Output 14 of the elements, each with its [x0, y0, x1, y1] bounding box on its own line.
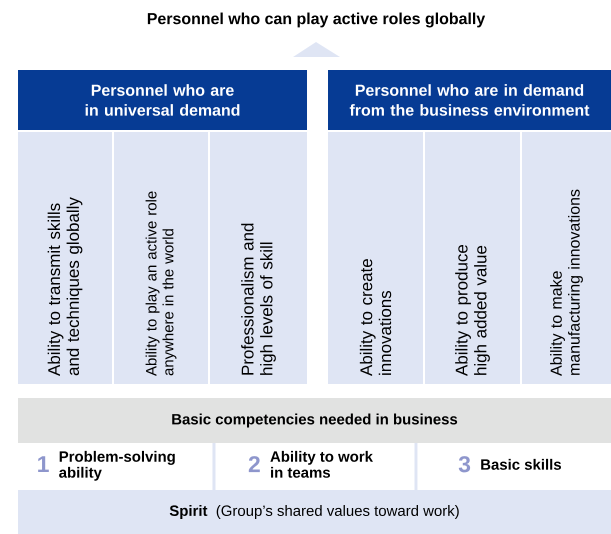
ability-column: Ability to create innovations: [328, 132, 423, 384]
ability-column: Ability to play an active role anywhere in the world: [114, 132, 208, 384]
header-box: Personnel who are in demand from the business environment: [328, 70, 611, 130]
ability-column: Ability to produce high added value: [425, 132, 520, 384]
title: Personnel who can play active roles globally: [148, 12, 486, 28]
ability-column: Ability to transmit skills and techniques globally: [18, 132, 112, 384]
foundation-band: Spirit (Group’s shared values toward work): [18, 490, 611, 534]
node-label: Problem-solving ability: [59, 450, 175, 481]
ability-column: Professionalism and high levels of skill: [210, 132, 307, 384]
competency-cell: 3 Basic skills: [417, 443, 611, 490]
header-box: Personnel who are in universal demand: [18, 70, 307, 130]
ability-column: Ability to make manufacturing innovations: [522, 132, 611, 384]
heading-band: Basic competencies needed in business: [18, 398, 611, 443]
node-label: 1: [38, 456, 49, 472]
